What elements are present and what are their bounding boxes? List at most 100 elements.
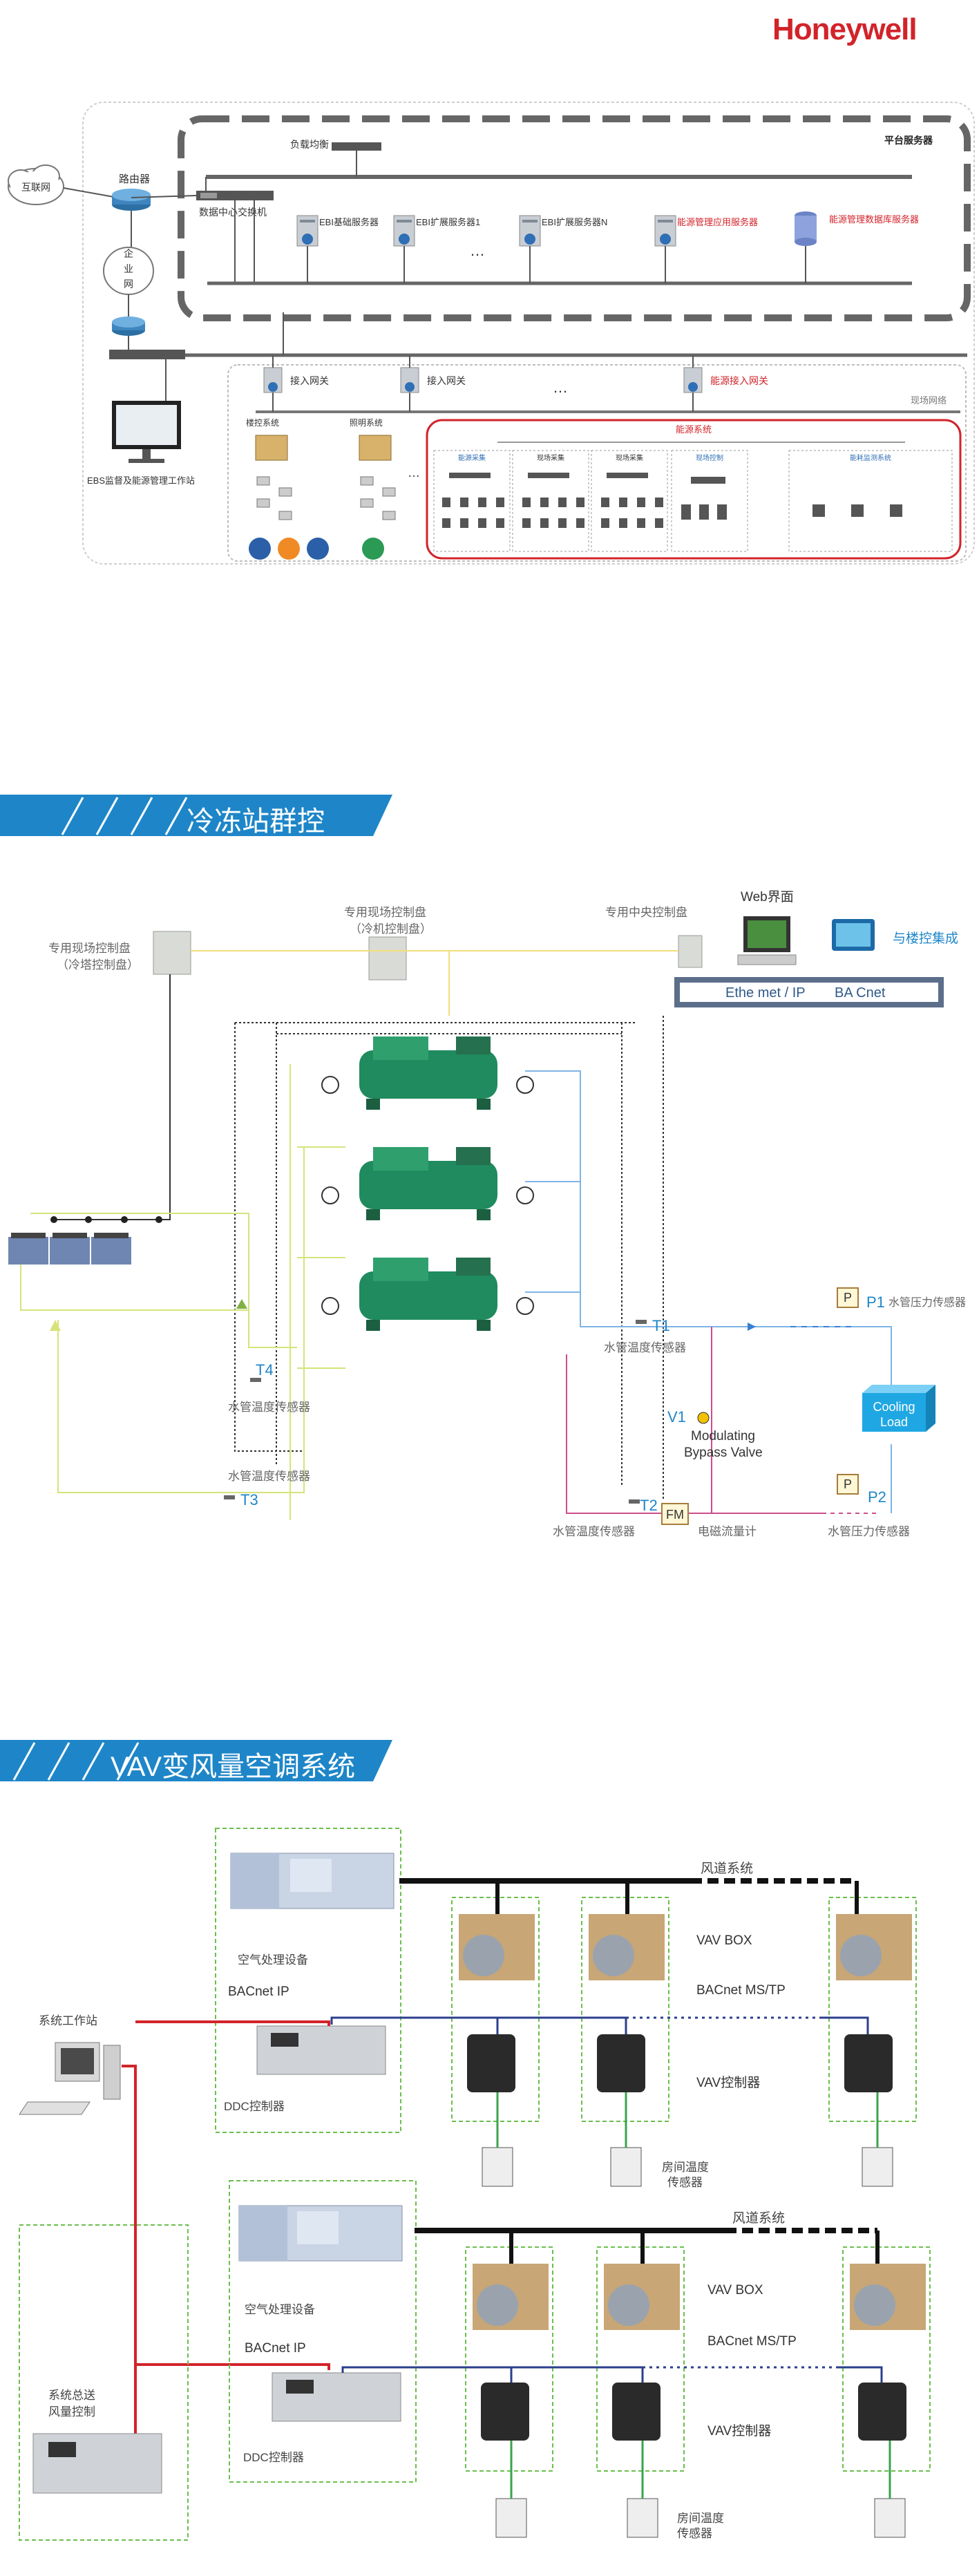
room-temp-2a: 房间温度 [677, 2512, 724, 2525]
vav-system-diagram: 空气处理设备 BACnet IP DDC控制器 风道系统 VAV BOX BAC… [19, 1828, 931, 2541]
energy-system-label: 能源系统 [676, 424, 712, 435]
central-panel-icon [678, 935, 703, 968]
sensor-t4: T4 [256, 1361, 274, 1379]
load-balancer-label: 负载均衡 [290, 139, 329, 150]
total-air-label-2: 风量控制 [48, 2405, 95, 2418]
vav-controller-icons-2 [481, 2383, 906, 2441]
edge-router-icon [112, 316, 145, 336]
room-temp-2b: 传感器 [677, 2527, 712, 2540]
cooling-tower-icons [8, 1233, 131, 1265]
honeywell-logo: Honeywell [772, 12, 918, 46]
vav-box-label-2: VAV BOX [707, 2283, 763, 2298]
room-sensor-icons-2 [495, 2498, 906, 2538]
vav-ctrl-label-1: VAV控制器 [696, 2075, 760, 2090]
energy-group-5: 能耗监测系统 [850, 453, 891, 462]
t4-label: 水管温度传感器 [228, 1401, 310, 1414]
subsystem-label-1: 楼控系统 [246, 417, 279, 428]
ahu-label-2: 空气处理设备 [245, 2303, 315, 2316]
energy-group-2: 现场采集 [537, 453, 564, 462]
web-label: Web界面 [741, 890, 794, 905]
internet-cloud-icon [8, 164, 64, 205]
panel-tower-sub: （冷塔控制盘） [57, 958, 139, 972]
gateway-label-3: 能源接入网关 [710, 375, 768, 386]
workstation-icon [19, 2042, 121, 2115]
field-network-label: 现场网络 [911, 395, 947, 406]
gateway-label-2: 接入网关 [427, 375, 466, 386]
core-switch-icon [109, 350, 185, 359]
energy-group-4: 现场控制 [696, 453, 723, 462]
total-air-label-1: 系统总送 [48, 2389, 95, 2402]
workstation-label: 系统工作站 [39, 2014, 97, 2027]
vav-controller-icons-1 [467, 2034, 893, 2092]
server-label-2: EBI扩展服务器1 [416, 217, 480, 227]
energy-group-1: 能源采集 [458, 453, 486, 462]
chiller-units [359, 1036, 497, 1331]
p1-box: P [844, 1291, 852, 1305]
chiller-banner [0, 795, 392, 836]
vav-ctrl-label-2: VAV控制器 [707, 2423, 771, 2438]
bacnet-label: BA Cnet [835, 985, 886, 1001]
sensor-t1: T1 [652, 1317, 670, 1334]
load-balancer-icon [332, 142, 381, 151]
duct-label-2: 风道系统 [732, 2210, 785, 2226]
gateway-label-1: 接入网关 [290, 375, 329, 386]
network-architecture-diagram: 互联网 路由器 企 业 网 数据中心交换机 负载均衡 平台服务器 [8, 102, 975, 565]
bypass-valve-icon [697, 1412, 710, 1424]
t3-label: 水管温度传感器 [228, 1470, 310, 1483]
p1-label: 水管压力传感器 [888, 1296, 966, 1309]
server-label-3: EBI扩展服务器N [542, 217, 607, 227]
vav-box-icons-2 [473, 2264, 926, 2330]
server-label-1: EBI基础服务器 [319, 217, 379, 227]
bacnet-ip-label-2: BACnet IP [245, 2341, 306, 2356]
flow-meter-box: FM [666, 1508, 684, 1522]
controller-icons [255, 435, 392, 461]
platform-server-label: 平台服务器 [884, 135, 933, 146]
vav-box-icons-1 [459, 1914, 912, 1980]
panel-central-label: 专用中央控制盘 [605, 906, 687, 919]
pump-icons [321, 1076, 534, 1315]
energy-system-frame [426, 419, 962, 560]
gateway-ellipsis: … [553, 379, 568, 396]
server-label-4: 能源管理应用服务器 [677, 217, 758, 227]
enterprise-net-bot: 网 [124, 278, 133, 290]
bacnet-ms-label-1: BACnet MS/TP [696, 1983, 786, 1998]
server-label-5: 能源管理数据库服务器 [829, 214, 919, 225]
status-icons [249, 538, 384, 560]
p2-box: P [844, 1477, 852, 1491]
bacnet-ip-label-1: BACnet IP [228, 1985, 289, 1999]
tower-panel-icon [153, 931, 191, 975]
internet-label: 互联网 [21, 182, 50, 193]
sensor-t2: T2 [640, 1497, 658, 1514]
t1-label: 水管温度传感器 [604, 1341, 686, 1354]
gateway-icons [263, 367, 703, 393]
ddc-controller-icon-1 [256, 2025, 386, 2075]
workstation-label: EBS监督及能源管理工作站 [87, 475, 195, 486]
field-frame [227, 364, 967, 562]
chiller-plant-diagram: 专用现场控制盘 （冷塔控制盘） 专用现场控制盘 （冷机控制盘） 专用中央控制盘 … [8, 890, 966, 1538]
panel-chiller-sub: （冷机控制盘） [350, 922, 432, 936]
vav-section-title: VAV变风量空调系统 [111, 1752, 356, 1782]
bacnet-ms-label-2: BACnet MS/TP [707, 2334, 797, 2349]
platform-server-frame [178, 115, 971, 321]
ddc-controller-icon-2 [272, 2372, 401, 2422]
web-monitor-icon [737, 916, 797, 965]
router-label: 路由器 [119, 173, 150, 185]
ahu-icon-1 [230, 1853, 395, 1909]
total-air-controller-icon [32, 2433, 162, 2494]
room-sensor-icons-1 [482, 2147, 893, 2187]
p2-label: 水管压力传感器 [828, 1525, 910, 1538]
field-device-icons [256, 476, 396, 520]
vav-box-label-1: VAV BOX [696, 1933, 752, 1948]
meter-icons [442, 473, 902, 528]
duct-label-1: 风道系统 [701, 1861, 753, 1876]
ddc-label-2: DDC控制器 [243, 2451, 304, 2464]
ebs-workstation-icon [112, 401, 181, 463]
valve-label-2: Bypass Valve [684, 1446, 763, 1460]
cooling-load-line2: Load [880, 1415, 908, 1429]
t2-label: 水管温度传感器 [553, 1525, 635, 1538]
room-temp-1a: 房间温度 [662, 2161, 709, 2174]
enterprise-net-top: 企 [124, 248, 133, 259]
server-icons [296, 211, 817, 247]
outer-frame [82, 102, 975, 565]
cooling-load-icon [862, 1385, 935, 1432]
